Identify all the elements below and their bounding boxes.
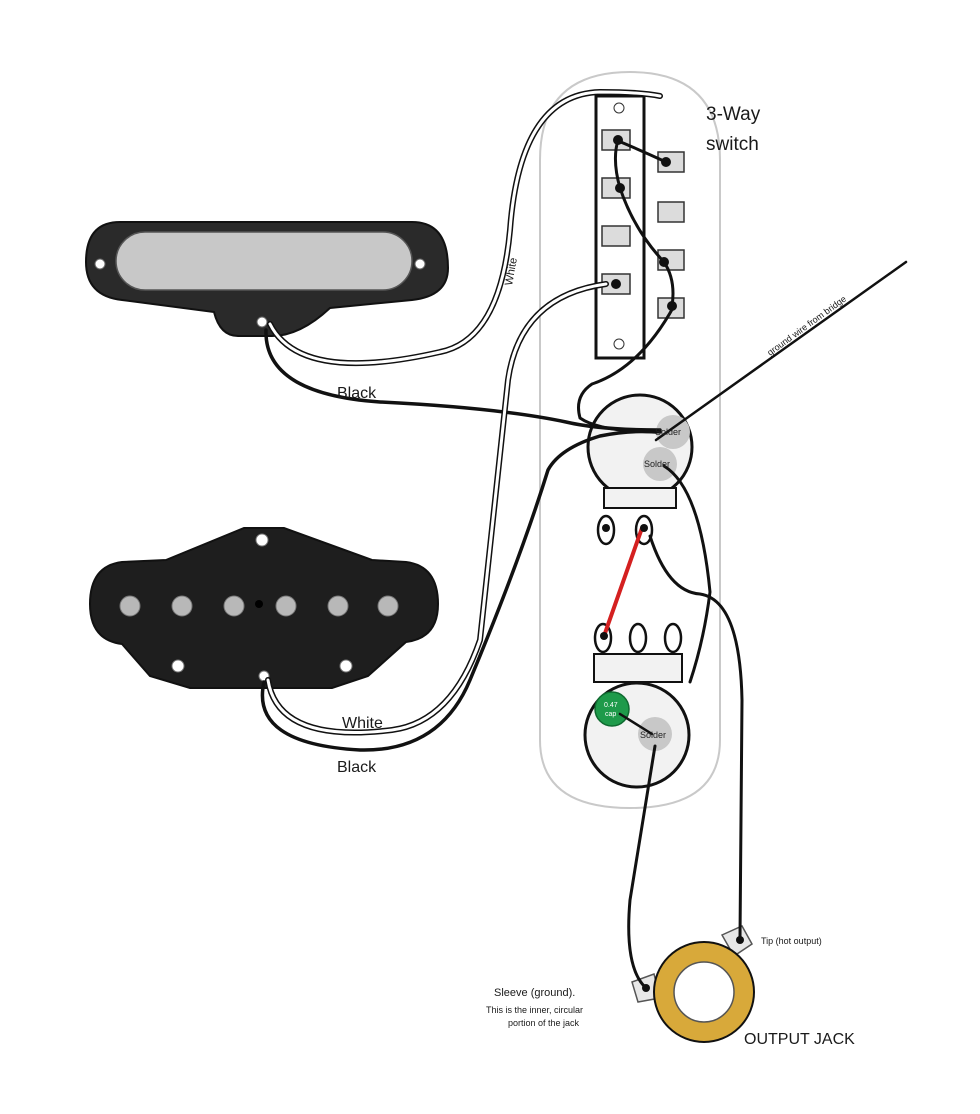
wires xyxy=(260,88,908,990)
label-cap: cap xyxy=(605,711,616,718)
switch-title-line2: switch xyxy=(706,134,759,155)
wire-switch-jumper-1 xyxy=(613,138,675,308)
switch-lug-right-2 xyxy=(657,201,685,223)
wire-cap-lead xyxy=(618,712,654,736)
tone-capacitor xyxy=(594,691,630,727)
bridge-pickup-pole-pieces xyxy=(119,595,399,617)
tone-pot xyxy=(583,622,691,789)
bridge-pickup-mount-hole-left xyxy=(171,659,185,673)
label-solder-2: Solder xyxy=(644,459,670,469)
label-black-neck: Black xyxy=(337,385,377,402)
neck-pickup-lead-eyelet xyxy=(256,316,268,328)
wire-bridge-black xyxy=(260,429,658,752)
neck-pickup xyxy=(84,221,450,337)
label-sleeve-title: Sleeve (ground). xyxy=(494,987,575,999)
wire-pot-ground xyxy=(662,464,712,684)
solder-points xyxy=(600,135,744,992)
label-cap-value: 0.47 xyxy=(604,702,618,709)
wire-ground-bridge xyxy=(654,260,908,442)
volume-pot xyxy=(586,393,694,546)
label-tip: Tip (hot output) xyxy=(761,936,822,946)
neck-pickup-mount-hole-left xyxy=(94,258,106,270)
label-black-bridge: Black xyxy=(337,759,377,776)
label-white-bridge: White xyxy=(342,715,383,732)
output-jack xyxy=(631,925,755,1043)
bridge-pickup-mount-hole-right xyxy=(339,659,353,673)
wire-red-jumper xyxy=(602,526,644,638)
volume-solder-1 xyxy=(656,415,690,449)
bridge-pickup-mount-hole-top xyxy=(255,533,269,547)
neck-pickup-mount-hole-right xyxy=(414,258,426,270)
switch-mount-hole-bottom xyxy=(613,338,625,350)
bridge-pickup xyxy=(88,527,440,689)
wire-switch-to-volume xyxy=(577,304,676,434)
wire-neck-black xyxy=(264,328,662,432)
label-ground-wire: ground wire from bridge xyxy=(765,294,848,358)
control-plate xyxy=(539,70,721,810)
tone-solder xyxy=(638,717,672,751)
label-solder-3: Solder xyxy=(640,730,666,740)
volume-solder-2 xyxy=(643,447,677,481)
label-solder-1: Solder xyxy=(655,427,681,437)
three-way-switch xyxy=(594,94,685,360)
label-white-neck: White xyxy=(503,257,520,287)
switch-mount-hole-top xyxy=(613,102,625,114)
label-sleeve-desc-2: portion of the jack xyxy=(508,1018,580,1028)
wire-tone-to-sleeve xyxy=(627,744,657,990)
switch-title-line1: 3-Way xyxy=(706,104,761,125)
bridge-pickup-center-dot xyxy=(255,600,263,608)
label-sleeve-desc-1: This is the inner, circular xyxy=(486,1005,583,1015)
switch-lug-left-3 xyxy=(601,225,631,247)
wire-volume-to-tip xyxy=(648,534,744,940)
label-output-jack: OUTPUT JACK xyxy=(744,1031,855,1048)
